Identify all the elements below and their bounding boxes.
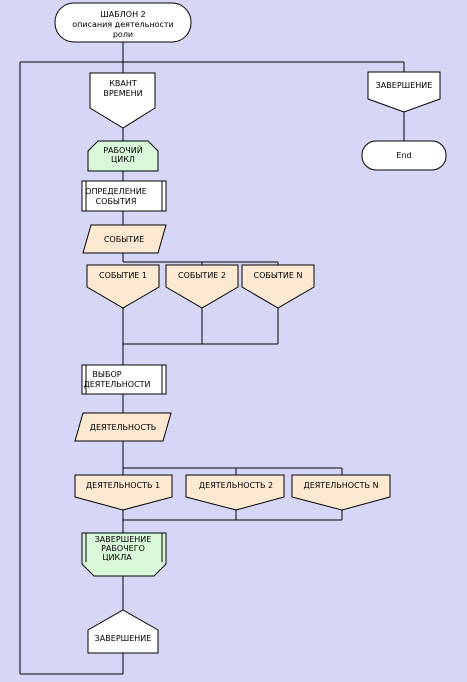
work-cycle-end-line-3: ЦИКЛА	[102, 553, 132, 562]
end-terminator[interactable]: End	[361, 140, 447, 171]
completion-shape[interactable]: ЗАВЕРШЕНИЕ	[87, 609, 159, 654]
work-cycle-line-2: ЦИКЛ	[111, 155, 135, 164]
activity-selection-line-1: ВЫБОР	[92, 370, 121, 379]
event-branch-1[interactable]: СОБЫТИЕ 1	[86, 264, 160, 309]
completion-label: ЗАВЕРШЕНИЕ	[95, 634, 152, 643]
event-data-parallelogram[interactable]: СОБЫТИЕ	[82, 224, 167, 254]
work-cycle-end-line-1: ЗАВЕРШЕНИЕ	[95, 535, 152, 544]
work-cycle-end-shape[interactable]: ЗАВЕРШЕНИЕ РАБОЧЕГО ЦИКЛА	[81, 532, 167, 577]
work-cycle-start-shape[interactable]: РАБОЧИЙ ЦИКЛ	[87, 140, 159, 172]
activity-data-label: ДЕЯТЕЛЬНОСТЬ	[90, 423, 157, 432]
final-completion-shape[interactable]: ЗАВЕРШЕНИЕ	[367, 71, 441, 113]
activity-branch-1[interactable]: ДЕЯТЕЛЬНОСТЬ 1	[74, 474, 173, 511]
event-branch-2[interactable]: СОБЫТИЕ 2	[165, 264, 239, 309]
start-line-1: ШАБЛОН 2	[100, 10, 145, 19]
time-quantum-line-1: КВАНТ	[109, 79, 137, 88]
time-quantum-line-2: ВРЕМЕНИ	[103, 89, 142, 98]
activity-selection-line-2: ДЕЯТЕЛЬНОСТИ	[83, 380, 150, 389]
event-branch-2-label: СОБЫТИЕ 2	[178, 271, 226, 280]
event-definition-line-2: СОБЫТИЯ	[96, 197, 137, 206]
connector-lines	[19, 40, 405, 675]
start-line-2: описания деятельности	[72, 20, 173, 29]
time-quantum-shape[interactable]: КВАНТ ВРЕМЕНИ	[89, 72, 156, 129]
work-cycle-line-1: РАБОЧИЙ	[103, 144, 143, 155]
final-completion-label: ЗАВЕРШЕНИЕ	[376, 81, 433, 90]
event-definition-process[interactable]: ОПРЕДЕЛЕНИЕ СОБЫТИЯ	[81, 180, 167, 212]
event-branch-n[interactable]: СОБЫТИЕ N	[241, 264, 315, 309]
activity-branch-2[interactable]: ДЕЯТЕЛЬНОСТЬ 2	[185, 474, 285, 511]
activity-selection-process[interactable]: ВЫБОР ДЕЯТЕЛЬНОСТИ	[81, 364, 167, 395]
event-branch-n-label: СОБЫТИЕ N	[254, 271, 303, 280]
event-data-label: СОБЫТИЕ	[104, 235, 144, 244]
end-label: End	[396, 151, 411, 160]
event-branch-1-label: СОБЫТИЕ 1	[99, 271, 147, 280]
activity-data-parallelogram[interactable]: ДЕЯТЕЛЬНОСТЬ	[74, 412, 172, 442]
activity-branch-n-label: ДЕЯТЕЛЬНОСТЬ N	[303, 481, 378, 490]
start-line-3: роли	[113, 30, 133, 39]
event-definition-line-1: ОПРЕДЕЛЕНИЕ	[85, 187, 147, 196]
activity-branch-n[interactable]: ДЕЯТЕЛЬНОСТЬ N	[291, 474, 391, 511]
work-cycle-end-line-2: РАБОЧЕГО	[101, 544, 145, 553]
activity-branch-2-label: ДЕЯТЕЛЬНОСТЬ 2	[199, 481, 273, 490]
start-terminator[interactable]: ШАБЛОН 2 описания деятельности роли	[54, 2, 192, 43]
activity-branch-1-label: ДЕЯТЕЛЬНОСТЬ 1	[86, 481, 160, 490]
